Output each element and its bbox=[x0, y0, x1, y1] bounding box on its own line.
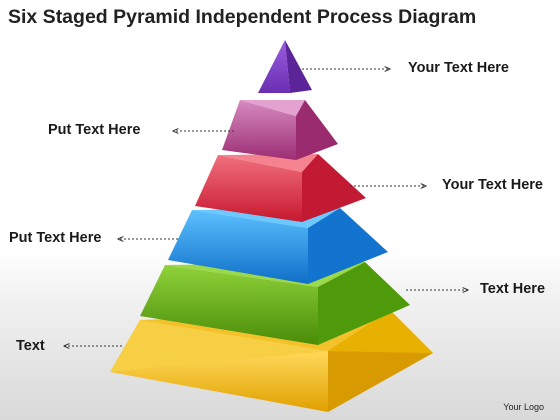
page-title: Six Staged Pyramid Independent Process D… bbox=[8, 6, 477, 28]
pyramid-stage-4 bbox=[168, 208, 388, 284]
stage-5-label: Text Here bbox=[480, 281, 546, 297]
stage-2-label: Put Text Here bbox=[48, 122, 141, 138]
pyramid-stage-1 bbox=[258, 40, 312, 93]
pyramid-stage-2 bbox=[222, 100, 338, 160]
stage-1-label: Your Text Here bbox=[408, 60, 509, 76]
stage-4-label: Put Text Here bbox=[9, 230, 102, 246]
stage-3-label: Your Text Here bbox=[442, 177, 543, 193]
stage-6-label: Text bbox=[16, 338, 45, 354]
logo-placeholder: Your Logo bbox=[503, 402, 544, 412]
